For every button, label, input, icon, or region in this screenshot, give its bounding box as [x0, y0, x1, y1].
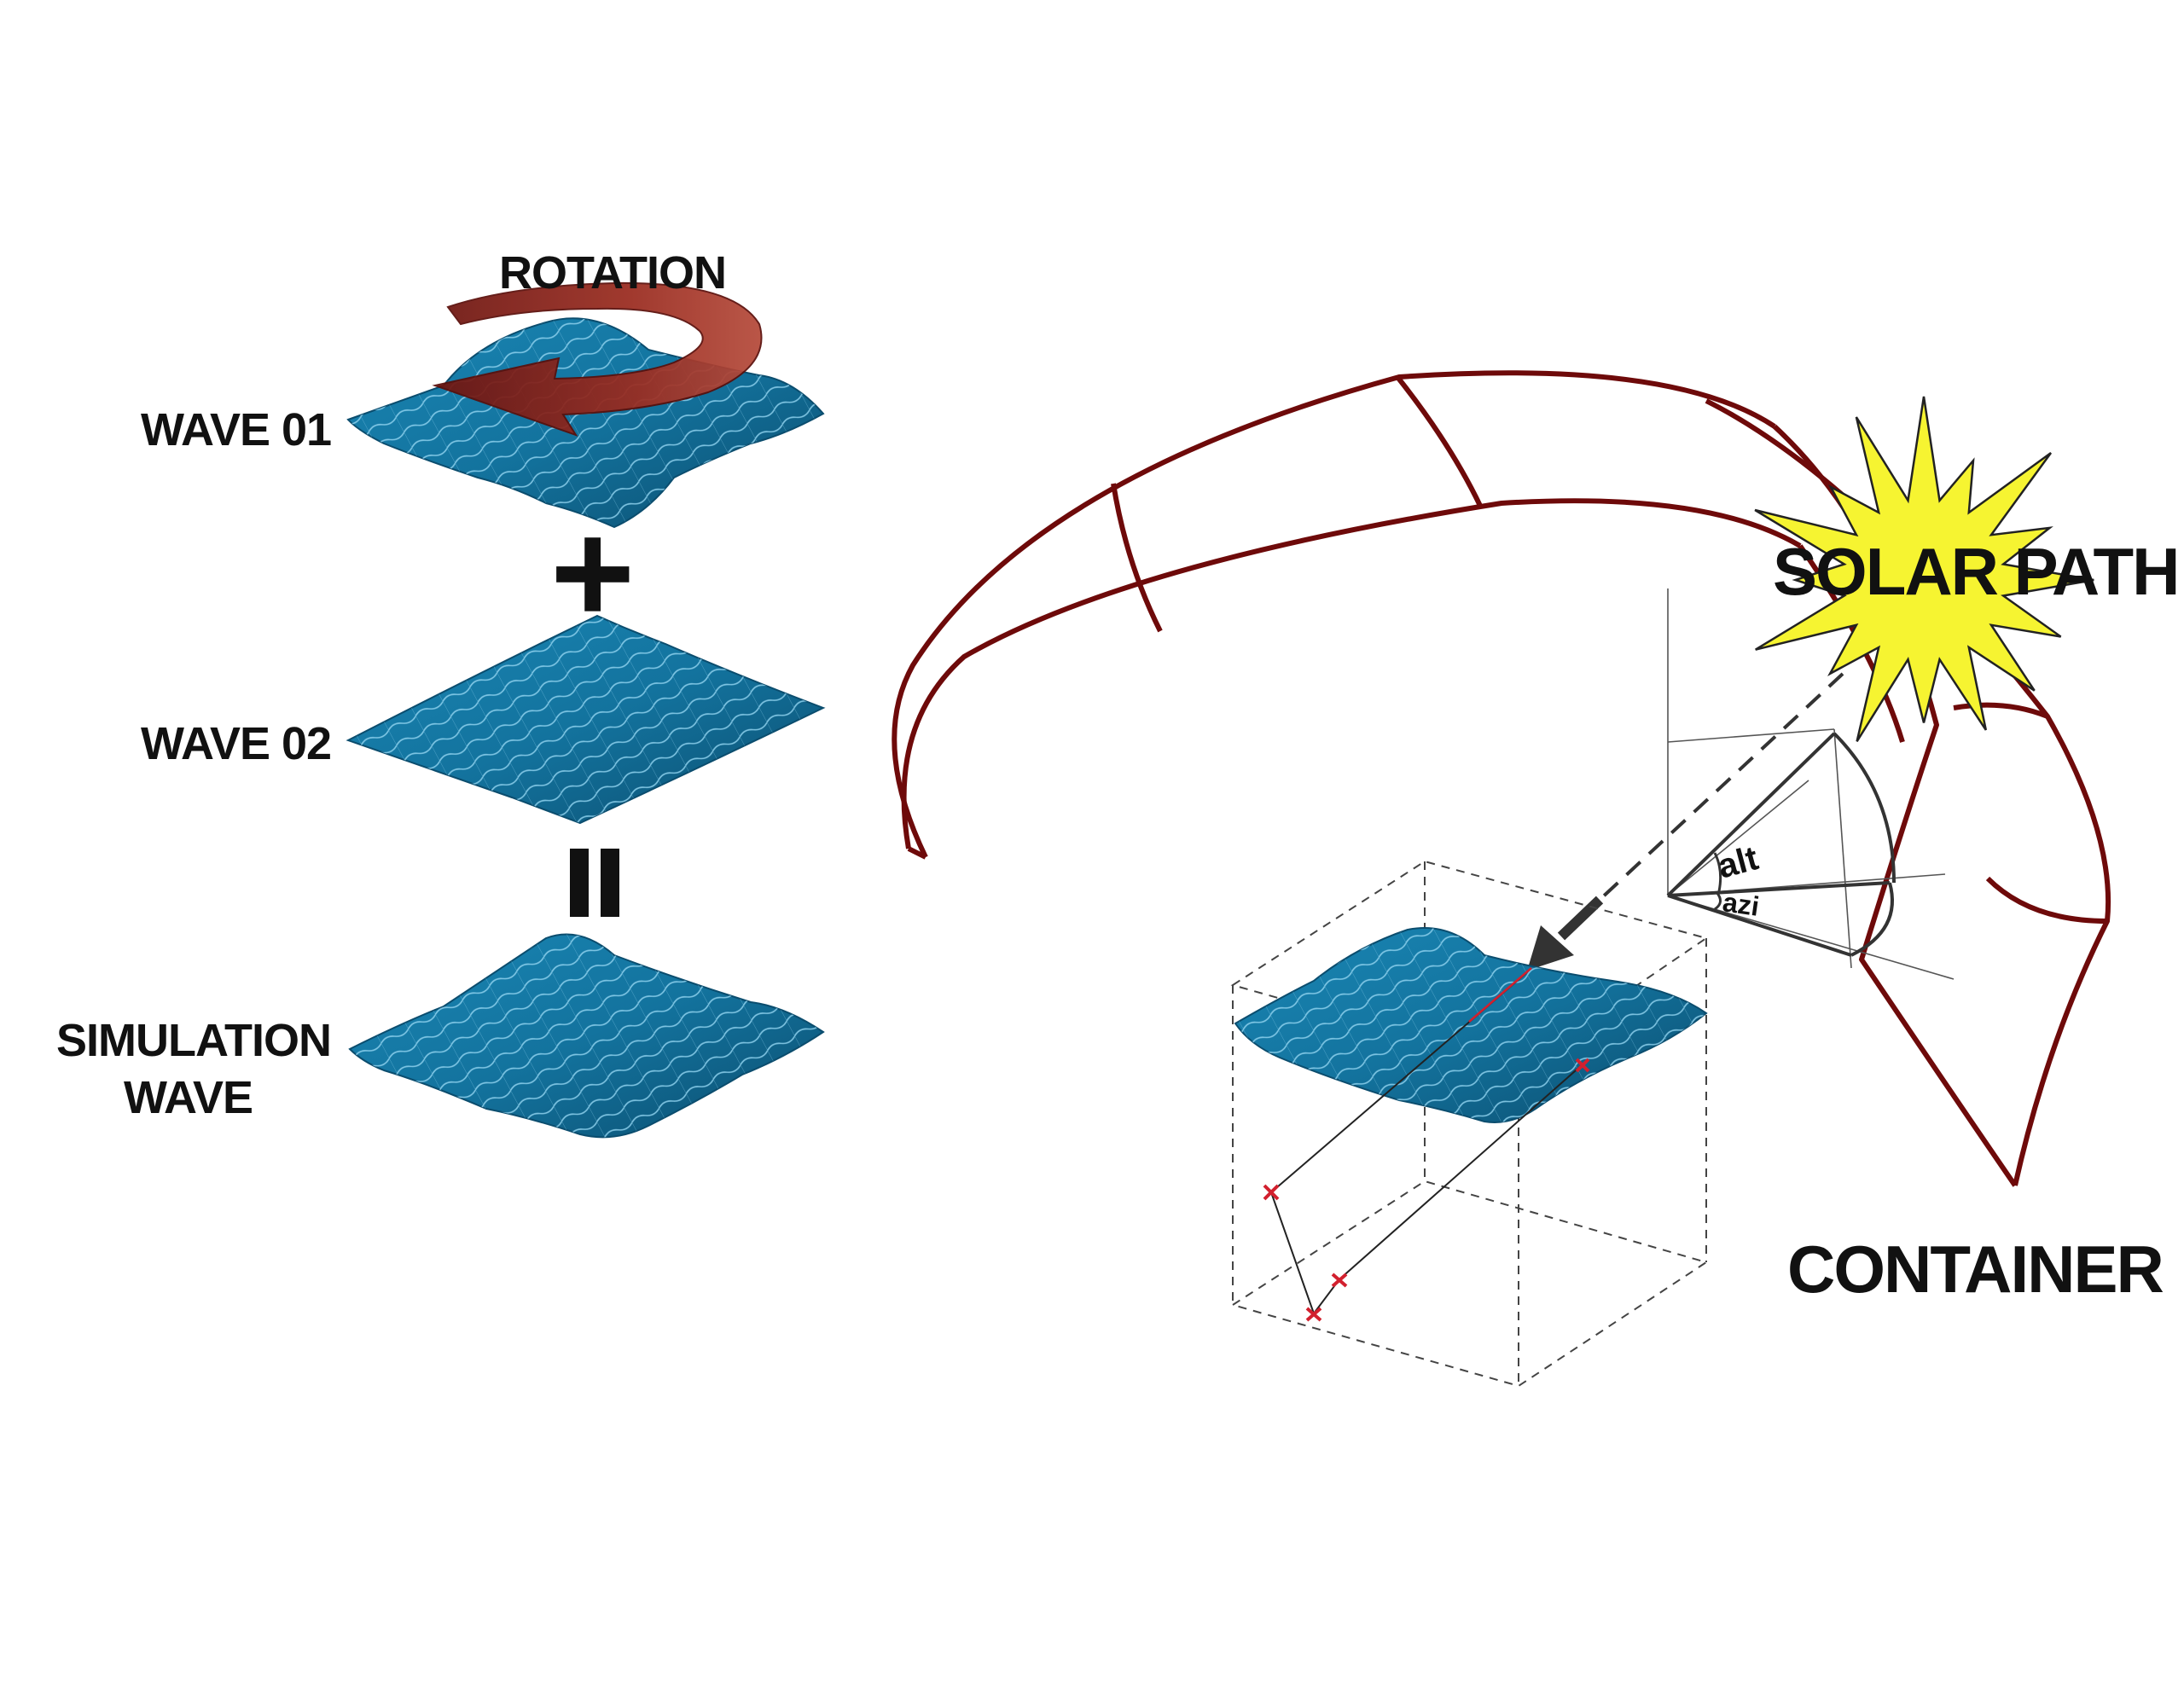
wave-02-label: WAVE 02: [141, 718, 331, 769]
equals-sign: [570, 849, 619, 917]
rotation-label: ROTATION: [499, 247, 726, 299]
wave-02-surface: [346, 614, 826, 825]
container-label: CONTAINER: [1787, 1232, 2164, 1307]
alt-label: alt: [1714, 839, 1762, 886]
alt-azi-cone: [1666, 732, 1896, 957]
red-markers: [1263, 1058, 1590, 1322]
light-ray-arrow-icon: [1527, 896, 1604, 971]
sun-icon: [1754, 396, 2094, 742]
simulation-wave-label-line1: SIMULATION: [56, 1015, 331, 1066]
rotation-arrow-icon: [432, 281, 763, 437]
red-ray-segment: [1468, 967, 1532, 1023]
sun-ray-line: [1598, 672, 1844, 901]
container-wave-surface: [1234, 927, 1708, 1123]
simulation-wave-surface: [348, 933, 825, 1139]
simulation-wave-label-line2: WAVE: [124, 1072, 253, 1123]
container-box: [1230, 860, 1709, 1388]
wave-01-label: WAVE 01: [141, 404, 331, 455]
azi-label: azi: [1721, 886, 1761, 922]
solar-path-label: SOLAR PATH: [1773, 534, 2178, 609]
